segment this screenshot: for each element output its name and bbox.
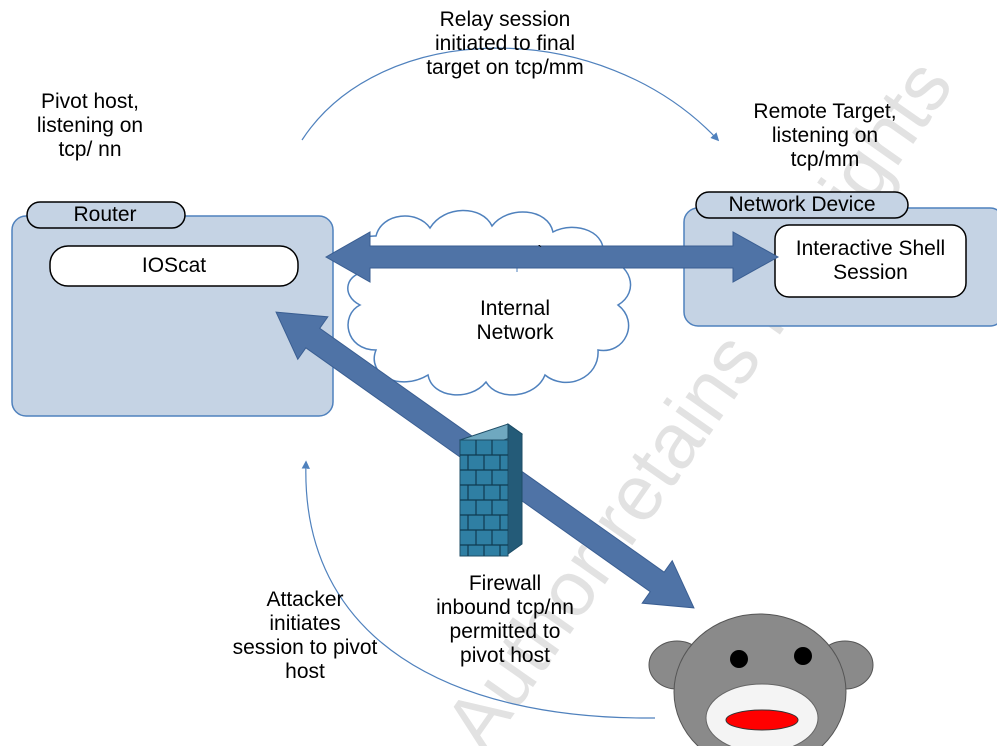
relay-curve-arrow	[301, 47, 720, 142]
firewall-icon	[458, 423, 524, 557]
router-box	[11, 201, 334, 417]
shell-line-2: Session	[833, 261, 908, 284]
remote-line-2: listening on	[771, 124, 879, 147]
remote-target-label: Remote Target, listening on tcp/mm	[725, 100, 925, 172]
pivot-line-2: listening on	[36, 114, 144, 137]
firewall-line-1: Firewall	[468, 572, 542, 595]
router-tab	[26, 201, 186, 229]
internal-network-label: Internal Network	[440, 297, 590, 345]
router-tab-label: Router	[73, 203, 137, 226]
attacker-monkey-icon	[648, 613, 874, 746]
attacker-label: Attacker initiates session to pivot host	[205, 588, 405, 684]
ioscat-label: IOScat	[141, 254, 207, 277]
attacker-curve-arrow	[301, 460, 656, 719]
firewall-line-3: permitted to	[449, 620, 561, 643]
internal-line-2: Network	[476, 321, 554, 344]
network-device-tab	[695, 191, 909, 219]
firewall-line-2: inbound tcp/nn	[436, 596, 574, 619]
remote-line-3: tcp/mm	[790, 148, 860, 171]
attacker-line-2: initiates	[269, 612, 341, 635]
ioscat-box	[49, 245, 299, 287]
attacker-line-1: Attacker	[266, 588, 344, 611]
relay-line-3: target on tcp/mm	[426, 56, 584, 79]
pivot-line-1: Pivot host,	[40, 90, 140, 113]
attacker-line-3: session to pivot	[232, 636, 378, 659]
relay-line-1: Relay session	[439, 8, 571, 31]
firewall-line-4: pivot host	[460, 644, 550, 667]
shell-session-label: Interactive Shell Session	[775, 237, 966, 285]
relay-line-2: initiated to final	[434, 32, 576, 55]
remote-line-1: Remote Target,	[753, 100, 897, 123]
cloud-tick-mark: `	[537, 242, 543, 258]
network-device-tab-label: Network Device	[728, 193, 876, 216]
internal-line-1: Internal	[479, 297, 551, 320]
pivot-host-label: Pivot host, listening on tcp/ nn	[5, 90, 175, 162]
attacker-line-4: host	[285, 660, 325, 683]
shell-line-1: Interactive Shell	[795, 237, 946, 260]
shell-session-box	[774, 224, 967, 298]
network-device-box	[683, 191, 997, 327]
relay-double-arrow	[324, 231, 780, 283]
firewall-label: Firewall inbound tcp/nn permitted to piv…	[415, 572, 595, 668]
relay-session-label: Relay session initiated to final target …	[380, 8, 630, 80]
pivot-line-3: tcp/ nn	[58, 138, 122, 161]
